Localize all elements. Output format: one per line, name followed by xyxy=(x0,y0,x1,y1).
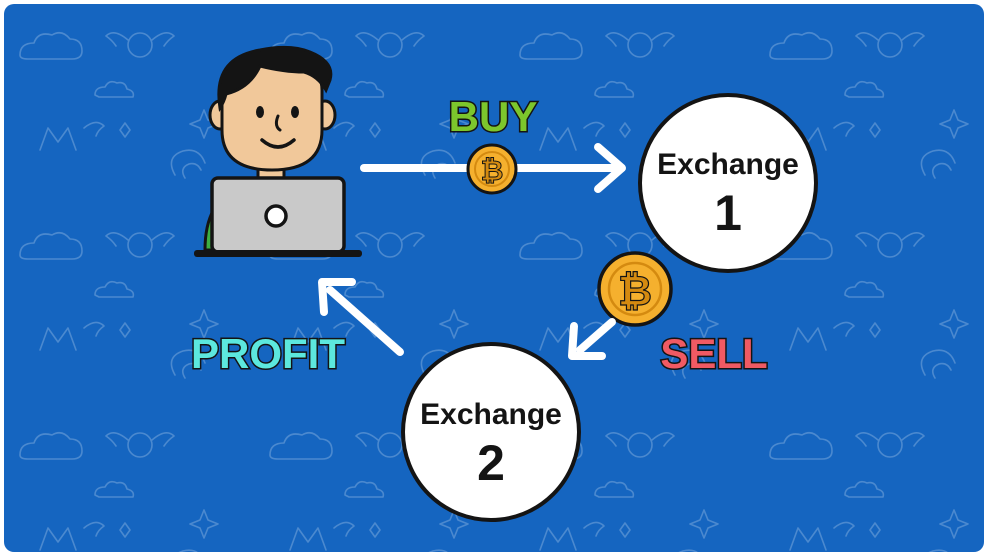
sell-label: SELL xyxy=(660,330,767,377)
laptop-icon xyxy=(194,176,362,257)
profit-label: PROFIT xyxy=(191,330,345,377)
bitcoin-symbol: ₿ xyxy=(481,155,504,186)
sell-arrow xyxy=(568,318,616,360)
exchange-2-node: Exchange 2 xyxy=(401,342,581,522)
profit-arrow xyxy=(318,278,404,356)
trader-figure xyxy=(194,45,362,257)
bitcoin-coin-icon: ₿ xyxy=(466,143,518,195)
bitcoin-symbol: ₿ xyxy=(618,267,652,314)
exchange-1-node: Exchange 1 xyxy=(638,93,818,273)
bitcoin-coin-icon: ₿ xyxy=(597,251,673,327)
buy-label: BUY xyxy=(449,93,538,140)
exchange-1-name: Exchange xyxy=(657,148,799,181)
exchange-1-number: 1 xyxy=(714,185,742,241)
hair xyxy=(217,45,333,113)
exchange-2-name: Exchange xyxy=(420,398,562,431)
exchange-2-number: 2 xyxy=(477,435,505,491)
